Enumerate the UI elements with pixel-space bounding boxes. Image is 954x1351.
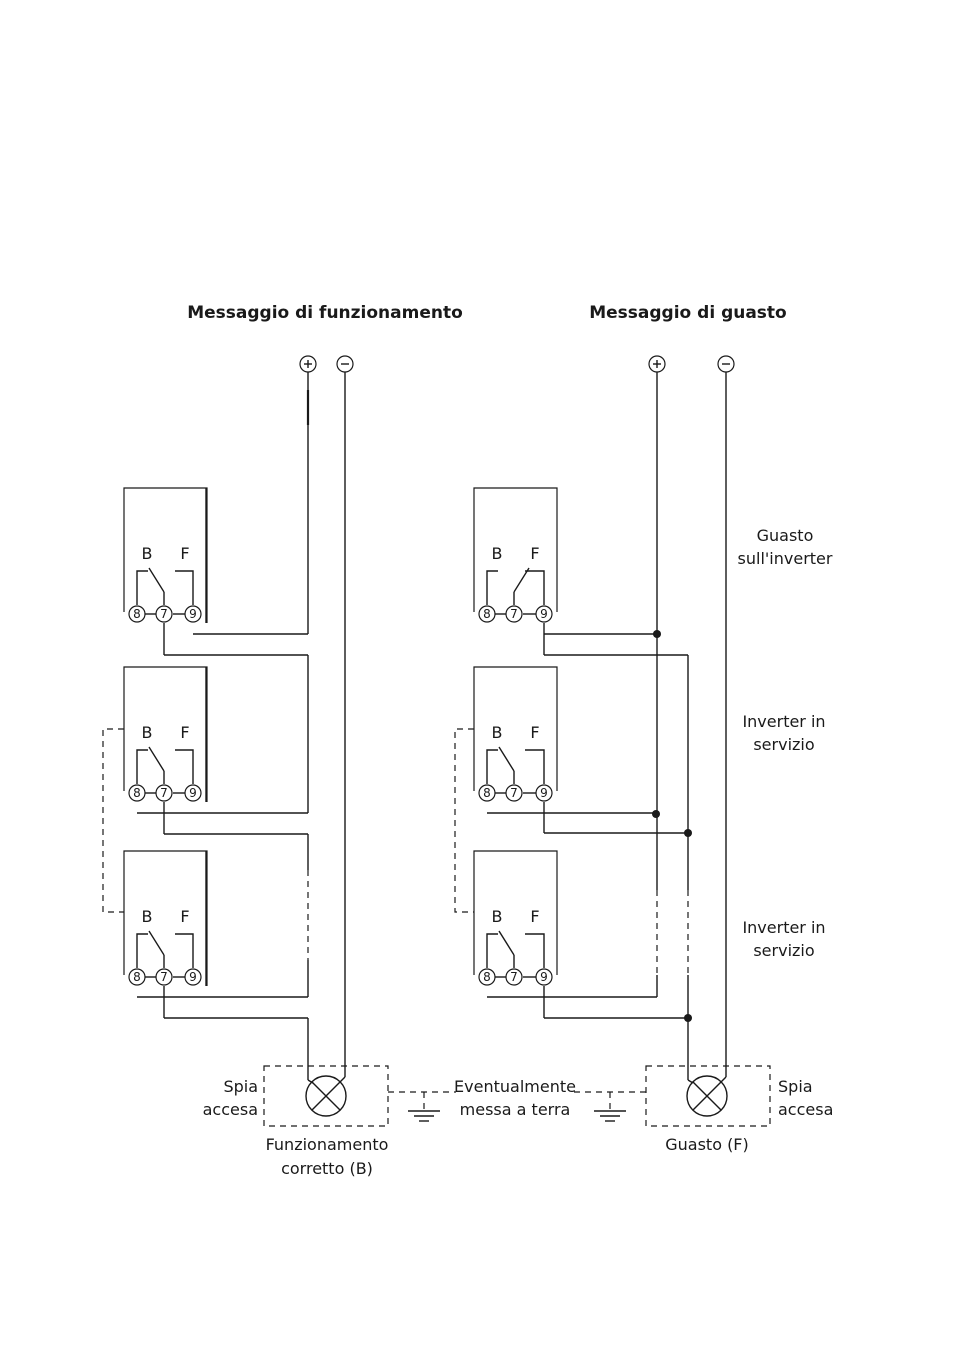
title-fault-message: Messaggio di guasto	[589, 303, 787, 323]
relay-unit: B F 8 7 9	[473, 666, 558, 802]
contact-b-label: B	[142, 544, 153, 563]
label-running-2-line1: Inverter in	[742, 918, 825, 937]
earth-note-line2: messa a terra	[460, 1100, 571, 1119]
terminal-8: 8	[133, 786, 141, 800]
terminal-7: 7	[160, 607, 168, 621]
junction-dot	[653, 630, 661, 638]
left-plus-terminal	[299, 355, 317, 373]
right-lamp	[645, 1065, 771, 1127]
contact-b-label: B	[492, 544, 503, 563]
terminal-7: 7	[510, 970, 518, 984]
right-lamp-caption: Guasto (F)	[665, 1135, 749, 1154]
right-lamp-on-line2: accesa	[778, 1100, 833, 1119]
earth-icon	[594, 1110, 626, 1122]
label-fault-line2: sull'inverter	[738, 549, 833, 568]
relay-unit: B F 8 7 9	[123, 487, 208, 623]
left-lamp-caption-line1: Funzionamento	[266, 1135, 389, 1154]
left-circuit	[102, 355, 354, 1080]
terminal-9: 9	[189, 786, 197, 800]
left-lamp-caption-line2: corretto (B)	[281, 1159, 373, 1178]
relay-unit: B F 8 7 9	[473, 850, 558, 986]
contact-b-label: B	[492, 723, 503, 742]
terminal-9: 9	[540, 786, 548, 800]
junction-dot	[684, 1014, 692, 1022]
terminal-9: 9	[189, 970, 197, 984]
terminal-8: 8	[483, 970, 491, 984]
contact-b-label: B	[492, 907, 503, 926]
contact-b-label: B	[142, 723, 153, 742]
right-circuit	[454, 355, 735, 1080]
contact-f-label: F	[530, 544, 539, 563]
terminal-7: 7	[510, 607, 518, 621]
left-lamp	[263, 1065, 389, 1127]
terminal-8: 8	[483, 607, 491, 621]
terminal-8: 8	[133, 970, 141, 984]
contact-f-label: F	[180, 544, 189, 563]
left-minus-terminal	[336, 355, 354, 373]
earth-note-line1: Eventualmente	[454, 1077, 576, 1096]
terminal-9: 9	[540, 607, 548, 621]
terminal-7: 7	[160, 970, 168, 984]
left-lamp-on-line1: Spia	[223, 1077, 258, 1096]
terminal-7: 7	[510, 786, 518, 800]
contact-f-label: F	[530, 723, 539, 742]
label-fault-line1: Guasto	[757, 526, 814, 545]
terminal-8: 8	[483, 786, 491, 800]
contact-f-label: F	[180, 907, 189, 926]
earth-connection	[388, 1091, 646, 1122]
relay-unit: B F 8 7 9	[123, 850, 208, 986]
right-lamp-on-line1: Spia	[778, 1077, 813, 1096]
relay-unit: B F 8 7 9	[473, 487, 558, 623]
terminal-9: 9	[189, 607, 197, 621]
right-plus-terminal	[648, 355, 666, 373]
contact-f-label: F	[180, 723, 189, 742]
terminal-9: 9	[540, 970, 548, 984]
junction-dot	[684, 829, 692, 837]
right-minus-terminal	[717, 355, 735, 373]
relay-unit: B F 8 7 9	[123, 666, 208, 802]
label-running-1-line1: Inverter in	[742, 712, 825, 731]
earth-icon	[408, 1110, 440, 1122]
contact-b-label: B	[142, 907, 153, 926]
title-operation-message: Messaggio di funzionamento	[187, 303, 463, 323]
contact-f-label: F	[530, 907, 539, 926]
terminal-8: 8	[133, 607, 141, 621]
junction-dot	[652, 810, 660, 818]
left-lamp-on-line2: accesa	[203, 1100, 258, 1119]
terminal-7: 7	[160, 786, 168, 800]
label-running-1-line2: servizio	[753, 735, 814, 754]
label-running-2-line2: servizio	[753, 941, 814, 960]
